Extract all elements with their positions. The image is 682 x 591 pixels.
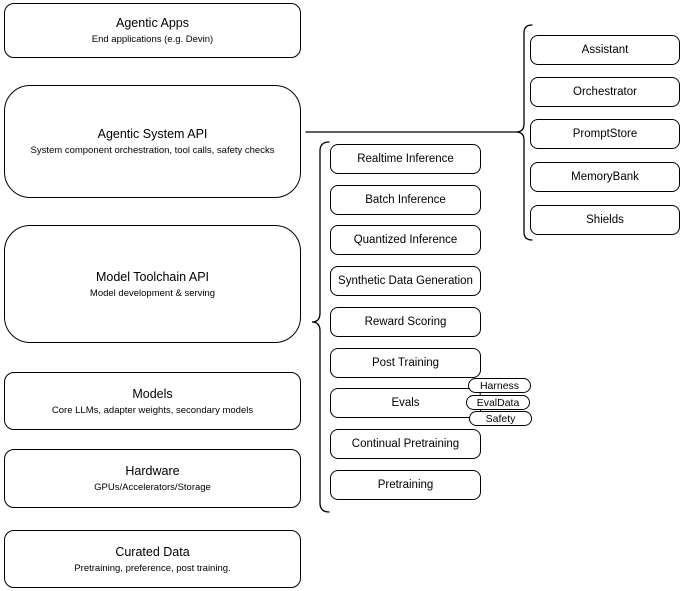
service-box-continual-pretraining: Continual Pretraining <box>330 429 481 459</box>
component-box-promptstore: PromptStore <box>530 119 680 149</box>
layer-title: Curated Data <box>115 544 190 559</box>
layer-box-agentic-apps: Agentic Apps End applications (e.g. Devi… <box>4 3 301 58</box>
service-box-pretraining: Pretraining <box>330 470 481 500</box>
service-box-realtime-inference: Realtime Inference <box>330 144 481 174</box>
eval-tag-evaldata: EvalData <box>466 395 530 410</box>
toolchain-services-brace <box>311 141 330 513</box>
component-label: MemoryBank <box>571 171 639 183</box>
layer-box-models: Models Core LLMs, adapter weights, secon… <box>4 372 301 430</box>
layer-subtitle: Pretraining, preference, post training. <box>74 562 231 574</box>
layer-subtitle: Model development & serving <box>89 287 216 299</box>
service-box-batch-inference: Batch Inference <box>330 185 481 215</box>
layer-subtitle: End applications (e.g. Devin) <box>91 34 214 45</box>
layer-box-curated-data: Curated Data Pretraining, preference, po… <box>4 530 301 588</box>
component-label: Shields <box>586 214 624 226</box>
eval-tag-safety: Safety <box>469 411 532 426</box>
component-label: Assistant <box>581 44 629 56</box>
layer-box-hardware: Hardware GPUs/Accelerators/Storage <box>4 449 301 508</box>
service-label: Pretraining <box>377 479 434 491</box>
layer-title: Agentic Apps <box>116 16 189 30</box>
layer-title: Model Toolchain API <box>95 269 210 284</box>
eval-tag-label: Harness <box>479 379 520 392</box>
service-label: Realtime Inference <box>357 153 454 165</box>
layer-box-agentic-system-api: Agentic System API System component orch… <box>4 85 301 198</box>
layer-box-model-toolchain-api: Model Toolchain API Model development & … <box>4 225 301 343</box>
component-box-shields: Shields <box>530 205 680 235</box>
component-box-assistant: Assistant <box>530 35 680 65</box>
component-box-memorybank: MemoryBank <box>530 162 680 192</box>
service-box-reward-scoring: Reward Scoring <box>330 307 481 337</box>
service-label: Post Training <box>371 357 440 369</box>
service-label: Evals <box>391 397 420 409</box>
service-label: Synthetic Data Generation <box>338 275 473 287</box>
component-label: PromptStore <box>572 128 638 140</box>
eval-tag-label: EvalData <box>476 396 520 409</box>
service-box-quantized-inference: Quantized Inference <box>330 225 481 255</box>
component-box-orchestrator: Orchestrator <box>530 77 680 107</box>
service-label: Continual Pretraining <box>351 438 460 450</box>
component-label: Orchestrator <box>573 86 637 98</box>
layer-subtitle: GPUs/Accelerators/Storage <box>94 482 211 493</box>
service-label: Batch Inference <box>365 194 446 206</box>
service-label: Reward Scoring <box>364 316 447 328</box>
service-box-synthetic-data-generation: Synthetic Data Generation <box>330 266 481 296</box>
eval-tag-harness: Harness <box>468 378 531 393</box>
eval-tag-label: Safety <box>485 412 516 425</box>
layer-title: Agentic System API <box>97 127 208 141</box>
layer-subtitle: System component orchestration, tool cal… <box>30 145 275 156</box>
service-label: Quantized Inference <box>353 234 458 246</box>
layer-title: Hardware <box>125 464 180 478</box>
layer-title: Models <box>132 386 173 401</box>
layer-subtitle: Core LLMs, adapter weights, secondary mo… <box>51 404 254 416</box>
service-box-post-training: Post Training <box>330 348 481 378</box>
service-box-evals: Evals <box>330 388 481 418</box>
